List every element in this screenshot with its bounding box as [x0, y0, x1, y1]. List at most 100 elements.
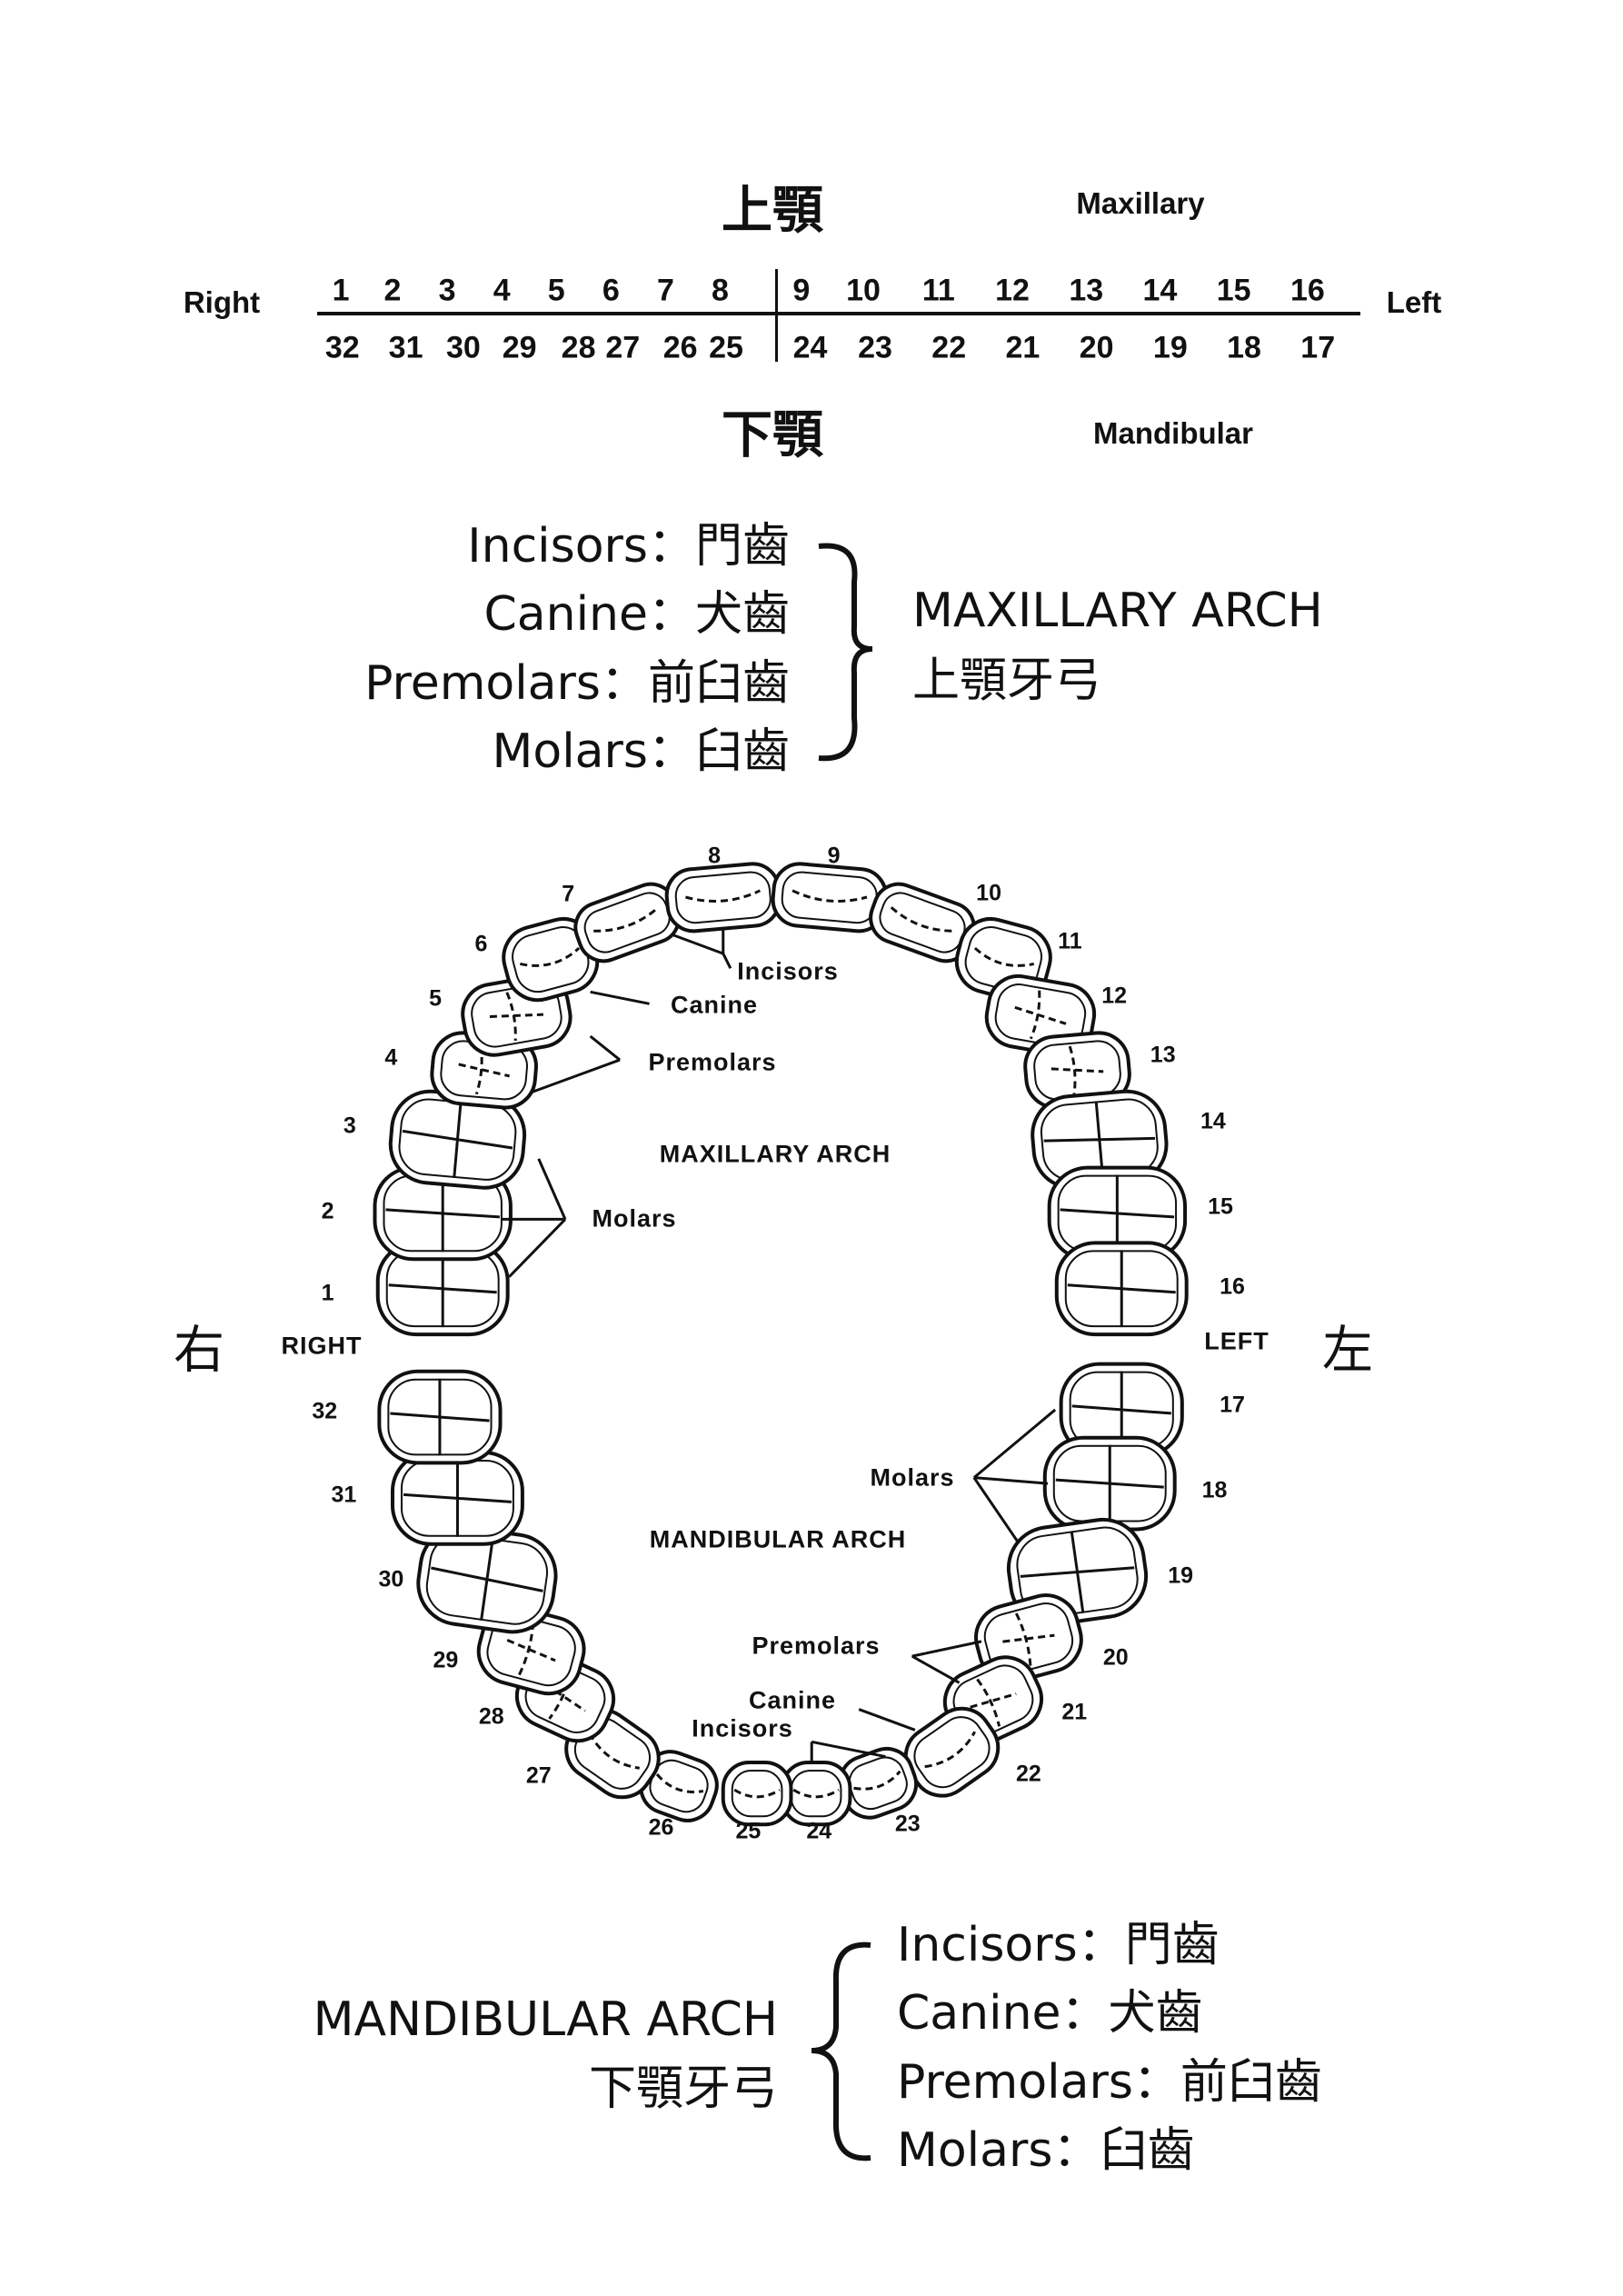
lower-molars-label: Molars [870, 1463, 955, 1492]
horizontal-divider [317, 312, 1360, 315]
leader-line [537, 1158, 567, 1221]
tooth-number: 29 [502, 330, 537, 365]
tooth-number: 27 [605, 330, 641, 365]
mandibular-arch-label: MANDIBULAR ARCH [649, 1525, 907, 1553]
tooth-number: 31 [388, 330, 423, 365]
tooth-number-label: 7 [562, 881, 575, 907]
tooth-number: 21 [1005, 330, 1041, 365]
upper-incisors-label: Incisors [737, 957, 839, 985]
legend-canine: Canine：犬齒 [483, 587, 790, 642]
maxillary-cn-heading: 上顎 [722, 181, 823, 239]
tooth-number-label: 32 [312, 1398, 338, 1424]
tooth-number-label: 5 [429, 985, 443, 1012]
leader-line [508, 1218, 567, 1278]
tooth-number: 10 [846, 273, 881, 308]
leader-line [722, 953, 732, 970]
mandibular-cn-heading: 下顎 [722, 405, 823, 464]
mandibular-arch-cn: 下顎牙弓 [588, 2061, 778, 2116]
tooth-25 [721, 1761, 793, 1827]
tooth-number: 8 [712, 273, 729, 308]
tooth-number: 20 [1079, 330, 1114, 365]
tooth-number: 12 [995, 273, 1030, 308]
tooth-number-label: 28 [478, 1703, 504, 1730]
tooth-number-label: 17 [1220, 1392, 1245, 1418]
leader-line [589, 1034, 622, 1062]
leader-line [531, 1058, 621, 1094]
legend-molars: Molars：臼齒 [492, 724, 790, 779]
tooth-15 [1047, 1165, 1188, 1262]
tooth-number: 3 [438, 273, 456, 308]
maxillary-brace [818, 543, 873, 762]
tooth-number-label: 4 [384, 1044, 398, 1071]
tooth-number: 13 [1069, 273, 1104, 308]
tooth-31 [390, 1451, 524, 1546]
leader-line [590, 990, 650, 1005]
tooth-number-label: 1 [321, 1280, 334, 1306]
tooth-number-label: 26 [648, 1814, 674, 1840]
tooth-number-label: 30 [378, 1566, 404, 1592]
tooth-number: 6 [602, 273, 620, 308]
tooth-number: 4 [493, 273, 511, 308]
tooth-number-label: 18 [1201, 1477, 1228, 1503]
tooth-number-label: 27 [525, 1762, 552, 1789]
tooth-number: 11 [921, 273, 955, 308]
legend-premolars-lower: Premolars：前臼齒 [897, 2055, 1322, 2110]
legend-premolars: Premolars：前臼齒 [364, 656, 790, 711]
leader-line [972, 1476, 1020, 1543]
leader-line [973, 1476, 1049, 1485]
tooth-14 [1031, 1089, 1169, 1190]
mandibular-en-heading: Mandibular [1092, 416, 1254, 450]
tooth-number-label: 11 [1058, 928, 1082, 954]
right-label: Right [183, 285, 261, 319]
tooth-number-label: 13 [1150, 1042, 1176, 1068]
tooth-number-label: 25 [735, 1818, 762, 1844]
tooth-number: 25 [709, 330, 743, 365]
tooth-number-label: 10 [976, 880, 1001, 906]
tooth-number: 26 [662, 330, 698, 365]
maxillary-arch-en: MAXILLARY ARCH [912, 584, 1323, 638]
maxillary-arch-cn: 上顎牙弓 [912, 654, 1102, 708]
tooth-number: 32 [324, 330, 360, 365]
tooth-number: 1 [332, 273, 350, 308]
tooth-32 [377, 1369, 503, 1465]
tooth-number-label: 24 [806, 1818, 832, 1844]
tooth-number-label: 3 [343, 1113, 356, 1139]
tooth-number-label: 2 [321, 1198, 334, 1224]
tooth-number-label: 31 [331, 1482, 357, 1508]
leader-line [972, 1408, 1057, 1479]
upper-premolars-label: Premolars [648, 1048, 777, 1076]
tooth-16 [1054, 1241, 1189, 1337]
mandibular-arch-en: MANDIBULAR ARCH [313, 1992, 778, 2047]
legend-molars-lower: Molars：臼齒 [897, 2123, 1195, 2178]
legend-canine-lower: Canine：犬齒 [897, 1986, 1203, 2041]
tooth-number-label: 9 [827, 843, 841, 869]
tooth-number-label: 15 [1208, 1193, 1233, 1220]
tooth-number-label: 22 [1016, 1761, 1041, 1787]
tooth-number: 15 [1216, 273, 1251, 308]
leader-line [858, 1708, 916, 1732]
tooth-6 [502, 917, 600, 1003]
tooth-number-label: 8 [708, 843, 721, 869]
lower-canine-label: Canine [748, 1686, 837, 1714]
tooth-8 [664, 862, 782, 933]
tooth-number-label: 19 [1168, 1562, 1194, 1589]
lower-incisors-label: Incisors [692, 1714, 793, 1742]
tooth-number-label: 23 [894, 1811, 921, 1837]
tooth-number: 7 [656, 273, 674, 308]
right-cn-label: 右 [174, 1321, 224, 1381]
right-caps-label: RIGHT [281, 1332, 363, 1360]
tooth-number: 30 [446, 330, 481, 365]
tooth-number: 28 [561, 330, 596, 365]
tooth-number: 14 [1142, 273, 1178, 308]
tooth-number-label: 14 [1200, 1108, 1226, 1134]
tooth-number-label: 12 [1101, 983, 1128, 1009]
leader-line [911, 1640, 982, 1658]
tooth-number: 19 [1152, 330, 1188, 365]
maxillary-en-heading: Maxillary [1076, 186, 1205, 220]
vertical-divider [775, 269, 778, 362]
tooth-number: 16 [1289, 273, 1325, 308]
tooth-number: 9 [792, 273, 811, 308]
upper-molars-label: Molars [592, 1204, 677, 1233]
legend-incisors-lower: Incisors：門齒 [897, 1918, 1220, 1972]
